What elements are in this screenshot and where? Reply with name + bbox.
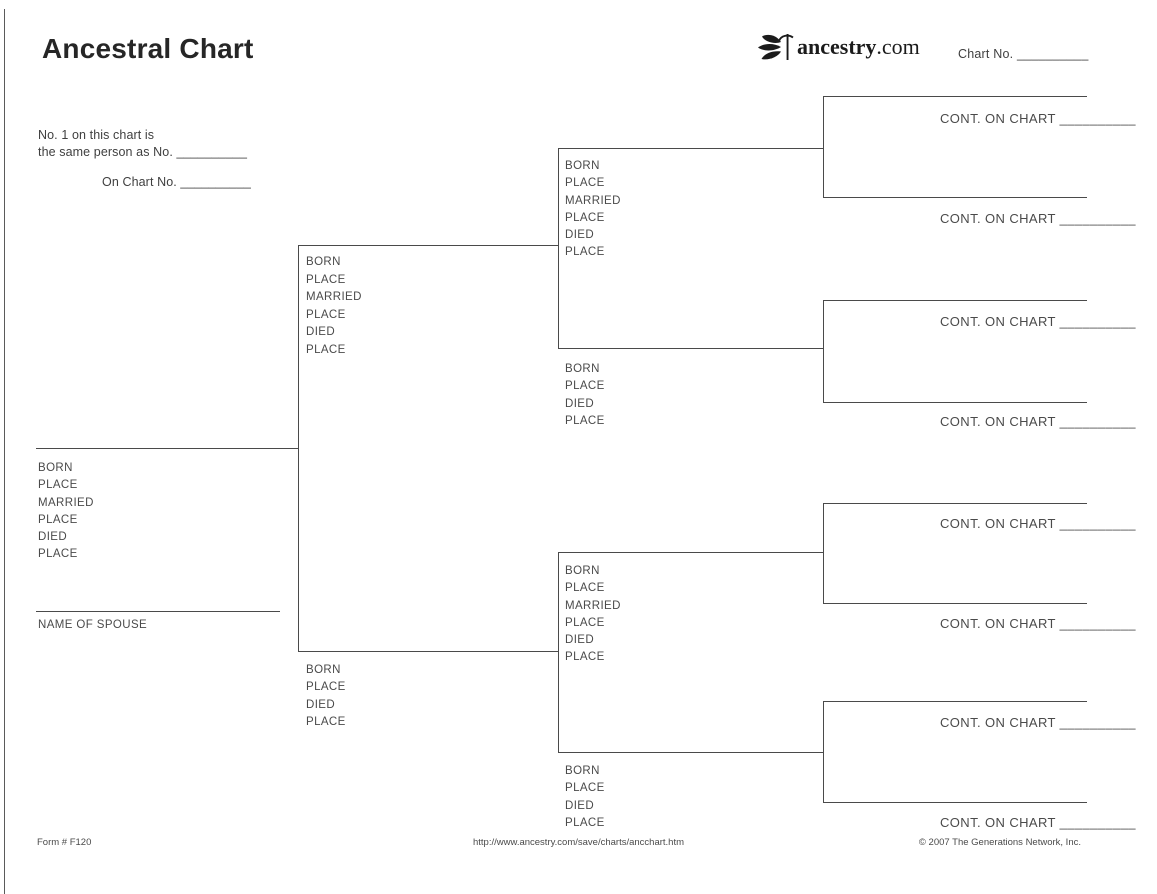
place-label: PLACE <box>38 479 78 492</box>
died-label: DIED <box>565 229 595 242</box>
gen4-bracket-4 <box>823 701 825 803</box>
form-number: Form # F120 <box>37 837 92 848</box>
place-label: PLACE <box>565 211 605 224</box>
great-grandparent-line-5 <box>823 503 1087 505</box>
maternal-grandfather-labels: BORN PLACE MARRIED PLACE DIED PLACE <box>565 563 621 667</box>
place-label: PLACE <box>565 651 605 664</box>
place-label: PLACE <box>565 582 605 595</box>
married-label: MARRIED <box>565 194 621 207</box>
place-label: PLACE <box>565 414 605 427</box>
instruction-line-1: No. 1 on this chart is <box>38 128 155 142</box>
father-labels: BORN PLACE MARRIED PLACE DIED PLACE <box>306 254 362 360</box>
paternal-grandmother-line <box>558 348 824 350</box>
born-label: BORN <box>565 160 600 172</box>
copyright-notice: © 2007 The Generations Network, Inc. <box>918 837 1081 848</box>
name-of-spouse-label: NAME OF SPOUSE <box>38 619 148 631</box>
great-grandparent-line-6 <box>823 603 1087 605</box>
died-label: DIED <box>306 698 336 711</box>
born-label: BORN <box>565 363 600 375</box>
paternal-grandmother-labels: BORN PLACE DIED PLACE <box>565 361 605 430</box>
gen4-bracket-1 <box>823 96 825 198</box>
page-left-edge <box>4 9 6 894</box>
great-grandparent-line-7 <box>823 701 1087 703</box>
died-label: DIED <box>565 634 595 647</box>
married-label: MARRIED <box>38 496 94 509</box>
great-grandparent-line-3 <box>823 300 1087 302</box>
died-label: DIED <box>565 397 595 410</box>
place-label: PLACE <box>565 616 605 629</box>
cont-on-chart-blank-4: CONT. ON CHART __________ <box>940 414 1136 429</box>
father-line <box>298 245 559 247</box>
person1-line <box>36 448 298 450</box>
great-grandparent-line-1 <box>823 96 1087 98</box>
paternal-gen3-bracket <box>558 148 560 349</box>
born-label: BORN <box>565 765 600 777</box>
place-label: PLACE <box>38 513 78 526</box>
cont-on-chart-blank-7: CONT. ON CHART __________ <box>940 715 1136 730</box>
person1-labels: BORN PLACE MARRIED PLACE DIED PLACE <box>38 460 94 564</box>
on-chart-blank: On Chart No. __________ <box>102 175 251 189</box>
cont-on-chart-blank-2: CONT. ON CHART __________ <box>940 211 1136 226</box>
mother-labels: BORN PLACE DIED PLACE <box>306 662 346 731</box>
place-label: PLACE <box>565 177 605 190</box>
source-url: http://www.ancestry.com/save/charts/ancc… <box>472 837 685 848</box>
gen4-bracket-2 <box>823 300 825 403</box>
cont-on-chart-blank-5: CONT. ON CHART __________ <box>940 516 1136 531</box>
place-label: PLACE <box>565 246 605 259</box>
place-label: PLACE <box>306 343 346 356</box>
logo-brand-text: ancestry <box>797 34 877 59</box>
gen4-bracket-3 <box>823 503 825 604</box>
place-label: PLACE <box>38 548 78 561</box>
married-label: MARRIED <box>565 599 621 612</box>
cont-on-chart-blank-1: CONT. ON CHART __________ <box>940 111 1136 126</box>
died-label: DIED <box>306 326 336 339</box>
place-label: PLACE <box>306 681 346 694</box>
paternal-grandfather-line <box>558 148 824 150</box>
died-label: DIED <box>565 799 595 812</box>
spouse-line <box>36 611 280 613</box>
ancestry-logo: ancestry.com <box>755 31 920 63</box>
born-label: BORN <box>38 462 73 474</box>
logo-suffix-text: .com <box>876 34 920 59</box>
mother-line <box>298 651 559 653</box>
maternal-grandmother-line <box>558 752 824 754</box>
place-label: PLACE <box>306 308 346 321</box>
great-grandparent-line-8 <box>823 802 1087 804</box>
born-label: BORN <box>565 565 600 577</box>
place-label: PLACE <box>565 380 605 393</box>
page-title: Ancestral Chart <box>42 33 254 64</box>
chart-no-blank: Chart No. __________ <box>958 47 1089 61</box>
great-grandparent-line-2 <box>823 197 1087 199</box>
ancestry-logo-text: ancestry.com <box>797 32 920 62</box>
place-label: PLACE <box>565 782 605 795</box>
place-label: PLACE <box>306 715 346 728</box>
same-person-blank: the same person as No. __________ <box>38 145 248 159</box>
cont-on-chart-blank-6: CONT. ON CHART __________ <box>940 616 1136 631</box>
great-grandparent-line-4 <box>823 402 1087 404</box>
gen2-bracket <box>298 245 300 652</box>
married-label: MARRIED <box>306 291 362 304</box>
born-label: BORN <box>306 256 341 268</box>
ancestry-leaf-icon <box>755 31 795 63</box>
maternal-gen3-bracket <box>558 552 560 753</box>
died-label: DIED <box>38 531 68 544</box>
maternal-grandmother-labels: BORN PLACE DIED PLACE <box>565 763 605 832</box>
cont-on-chart-blank-3: CONT. ON CHART __________ <box>940 314 1136 329</box>
place-label: PLACE <box>306 273 346 286</box>
place-label: PLACE <box>565 816 605 829</box>
born-label: BORN <box>306 664 341 676</box>
paternal-grandfather-labels: BORN PLACE MARRIED PLACE DIED PLACE <box>565 158 621 262</box>
cont-on-chart-blank-8: CONT. ON CHART __________ <box>940 815 1136 830</box>
maternal-grandfather-line <box>558 552 824 554</box>
